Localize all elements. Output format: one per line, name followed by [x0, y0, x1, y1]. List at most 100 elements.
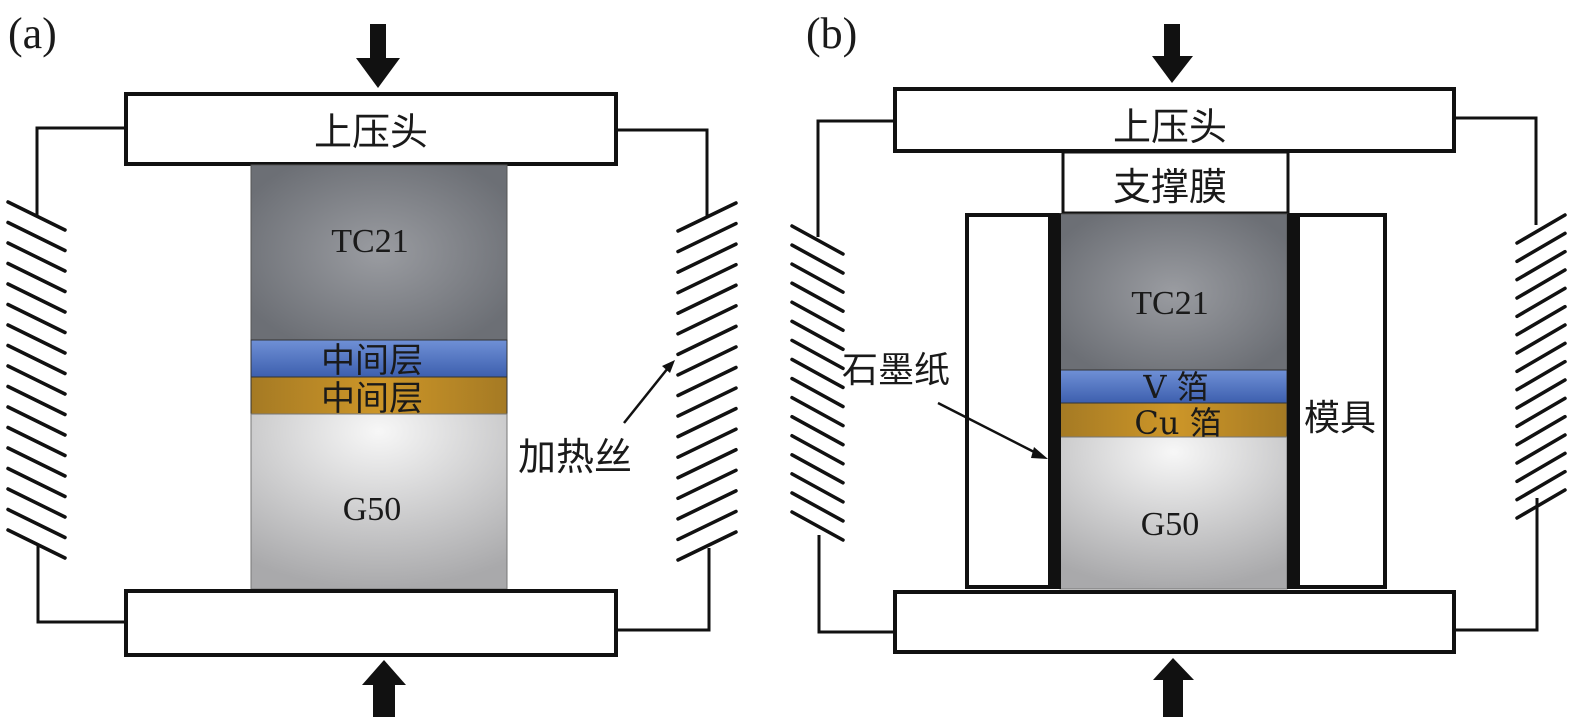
panel-label-b: (b): [806, 9, 857, 58]
coil-line: [790, 491, 845, 523]
coil-line: [790, 472, 845, 504]
coil-line: [790, 281, 845, 313]
coil-line: [676, 283, 738, 315]
v-foil-label: V 箔: [1142, 368, 1208, 406]
coil-line: [676, 386, 738, 418]
coil-line: [676, 262, 738, 295]
coil-line: [790, 414, 845, 447]
heater-coil-left-icon: [6, 200, 67, 560]
coil-line: [1515, 213, 1567, 245]
coil-line: [676, 201, 738, 233]
support-film-label: 支撑膜: [1113, 165, 1227, 209]
coil-line: [676, 324, 738, 357]
coil-line: [676, 345, 738, 377]
upper-press-label: 上压头: [314, 110, 428, 154]
coil-line: [1515, 341, 1567, 374]
wire-left-top: [35, 126, 126, 215]
wire-right-bottom: [616, 548, 711, 632]
coil-line: [1515, 414, 1567, 447]
coil-line: [1515, 323, 1567, 355]
coil-line: [1515, 488, 1567, 520]
coil-line: [6, 282, 67, 314]
coil-line: [1515, 396, 1567, 429]
coil-line: [6, 405, 67, 437]
coil-line: [6, 507, 67, 540]
g50-label: G50: [343, 491, 402, 528]
coil-line: [1515, 433, 1567, 465]
pressure-arrow-down-icon: [356, 24, 400, 88]
upper-press-label: 上压头: [1113, 105, 1227, 149]
coil-line: [6, 384, 67, 417]
layer-interlayer-1: [250, 339, 508, 378]
coil-line: [1515, 286, 1567, 319]
coil-line: [790, 453, 845, 485]
heater-coil-left-icon: [790, 224, 845, 542]
coil-line: [676, 365, 738, 398]
heater-pointer-arrow-icon: [623, 360, 675, 424]
layer-v-foil: [1059, 369, 1288, 404]
coil-line: [790, 319, 845, 352]
coil-line: [790, 395, 845, 428]
heater-coil-right-icon: [1515, 213, 1567, 520]
lower-press: [124, 589, 618, 657]
coil-line: [790, 376, 845, 409]
wire-left-top: [816, 119, 895, 237]
coil-line: [1515, 451, 1567, 484]
layer-tc21: [250, 164, 508, 341]
heater-coil-right-icon: [676, 201, 738, 562]
coil-line: [676, 242, 738, 274]
coil-line: [676, 448, 738, 480]
pressure-arrow-up-icon: [1153, 658, 1194, 717]
coil-line: [1515, 359, 1567, 392]
coil-line: [676, 304, 738, 336]
coil-line: [1515, 304, 1567, 337]
coil-line: [790, 510, 845, 542]
coil-line: [676, 406, 738, 439]
coil-line: [790, 338, 845, 371]
coil-line: [6, 343, 67, 376]
coil-line: [790, 300, 845, 333]
coil-line: [676, 427, 738, 459]
coil-line: [676, 468, 738, 501]
graphite-paper-right: [1287, 214, 1300, 589]
coil-line: [6, 241, 67, 273]
coil-line: [1515, 378, 1567, 410]
coil-line: [6, 446, 67, 478]
coil-line: [6, 425, 67, 458]
heater-label: 加热丝: [518, 435, 632, 479]
interlayer-1-label: 中间层: [321, 341, 423, 381]
coil-line: [1515, 469, 1567, 502]
coil-line: [6, 323, 67, 355]
wire-right-top: [616, 128, 709, 217]
graphite-pointer-arrow-icon: [937, 401, 1048, 459]
graphite-paper-left: [1048, 214, 1061, 589]
panel-a: (a) 上压头 TC21 中间层 中间层 G50: [6, 9, 738, 717]
coil-line: [1515, 268, 1567, 300]
upper-press: 上压头: [124, 92, 618, 166]
graphite-paper-label: 石墨纸: [842, 350, 950, 391]
coil-line: [676, 489, 738, 521]
layer-cu-foil: [1059, 402, 1288, 438]
coil-line: [790, 433, 845, 466]
coil-line: [790, 224, 845, 256]
coil-line: [6, 466, 67, 499]
coil-line: [676, 221, 738, 254]
coil-line: [790, 357, 845, 390]
panel-b: (b) 上压头 支撑膜 TC21 V 箔 Cu 箔 G50: [790, 9, 1567, 717]
coil-line: [1515, 231, 1567, 264]
tc21-label: TC21: [331, 223, 408, 260]
wire-left-bottom: [817, 535, 895, 634]
cu-foil-label: Cu 箔: [1134, 404, 1221, 442]
wire-right-top: [1454, 116, 1538, 225]
layer-interlayer-2: [250, 376, 508, 415]
layer-g50: [250, 413, 508, 590]
g50-label: G50: [1141, 506, 1200, 543]
panel-label-a: (a): [8, 9, 57, 58]
sample-stack: TC21 中间层 中间层 G50: [250, 164, 508, 590]
sample-stack: TC21 V 箔 Cu 箔 G50: [1059, 213, 1288, 590]
lower-press: [893, 590, 1456, 654]
coil-line: [6, 220, 67, 253]
layer-tc21: [1059, 213, 1288, 371]
upper-press: 上压头: [893, 87, 1456, 153]
